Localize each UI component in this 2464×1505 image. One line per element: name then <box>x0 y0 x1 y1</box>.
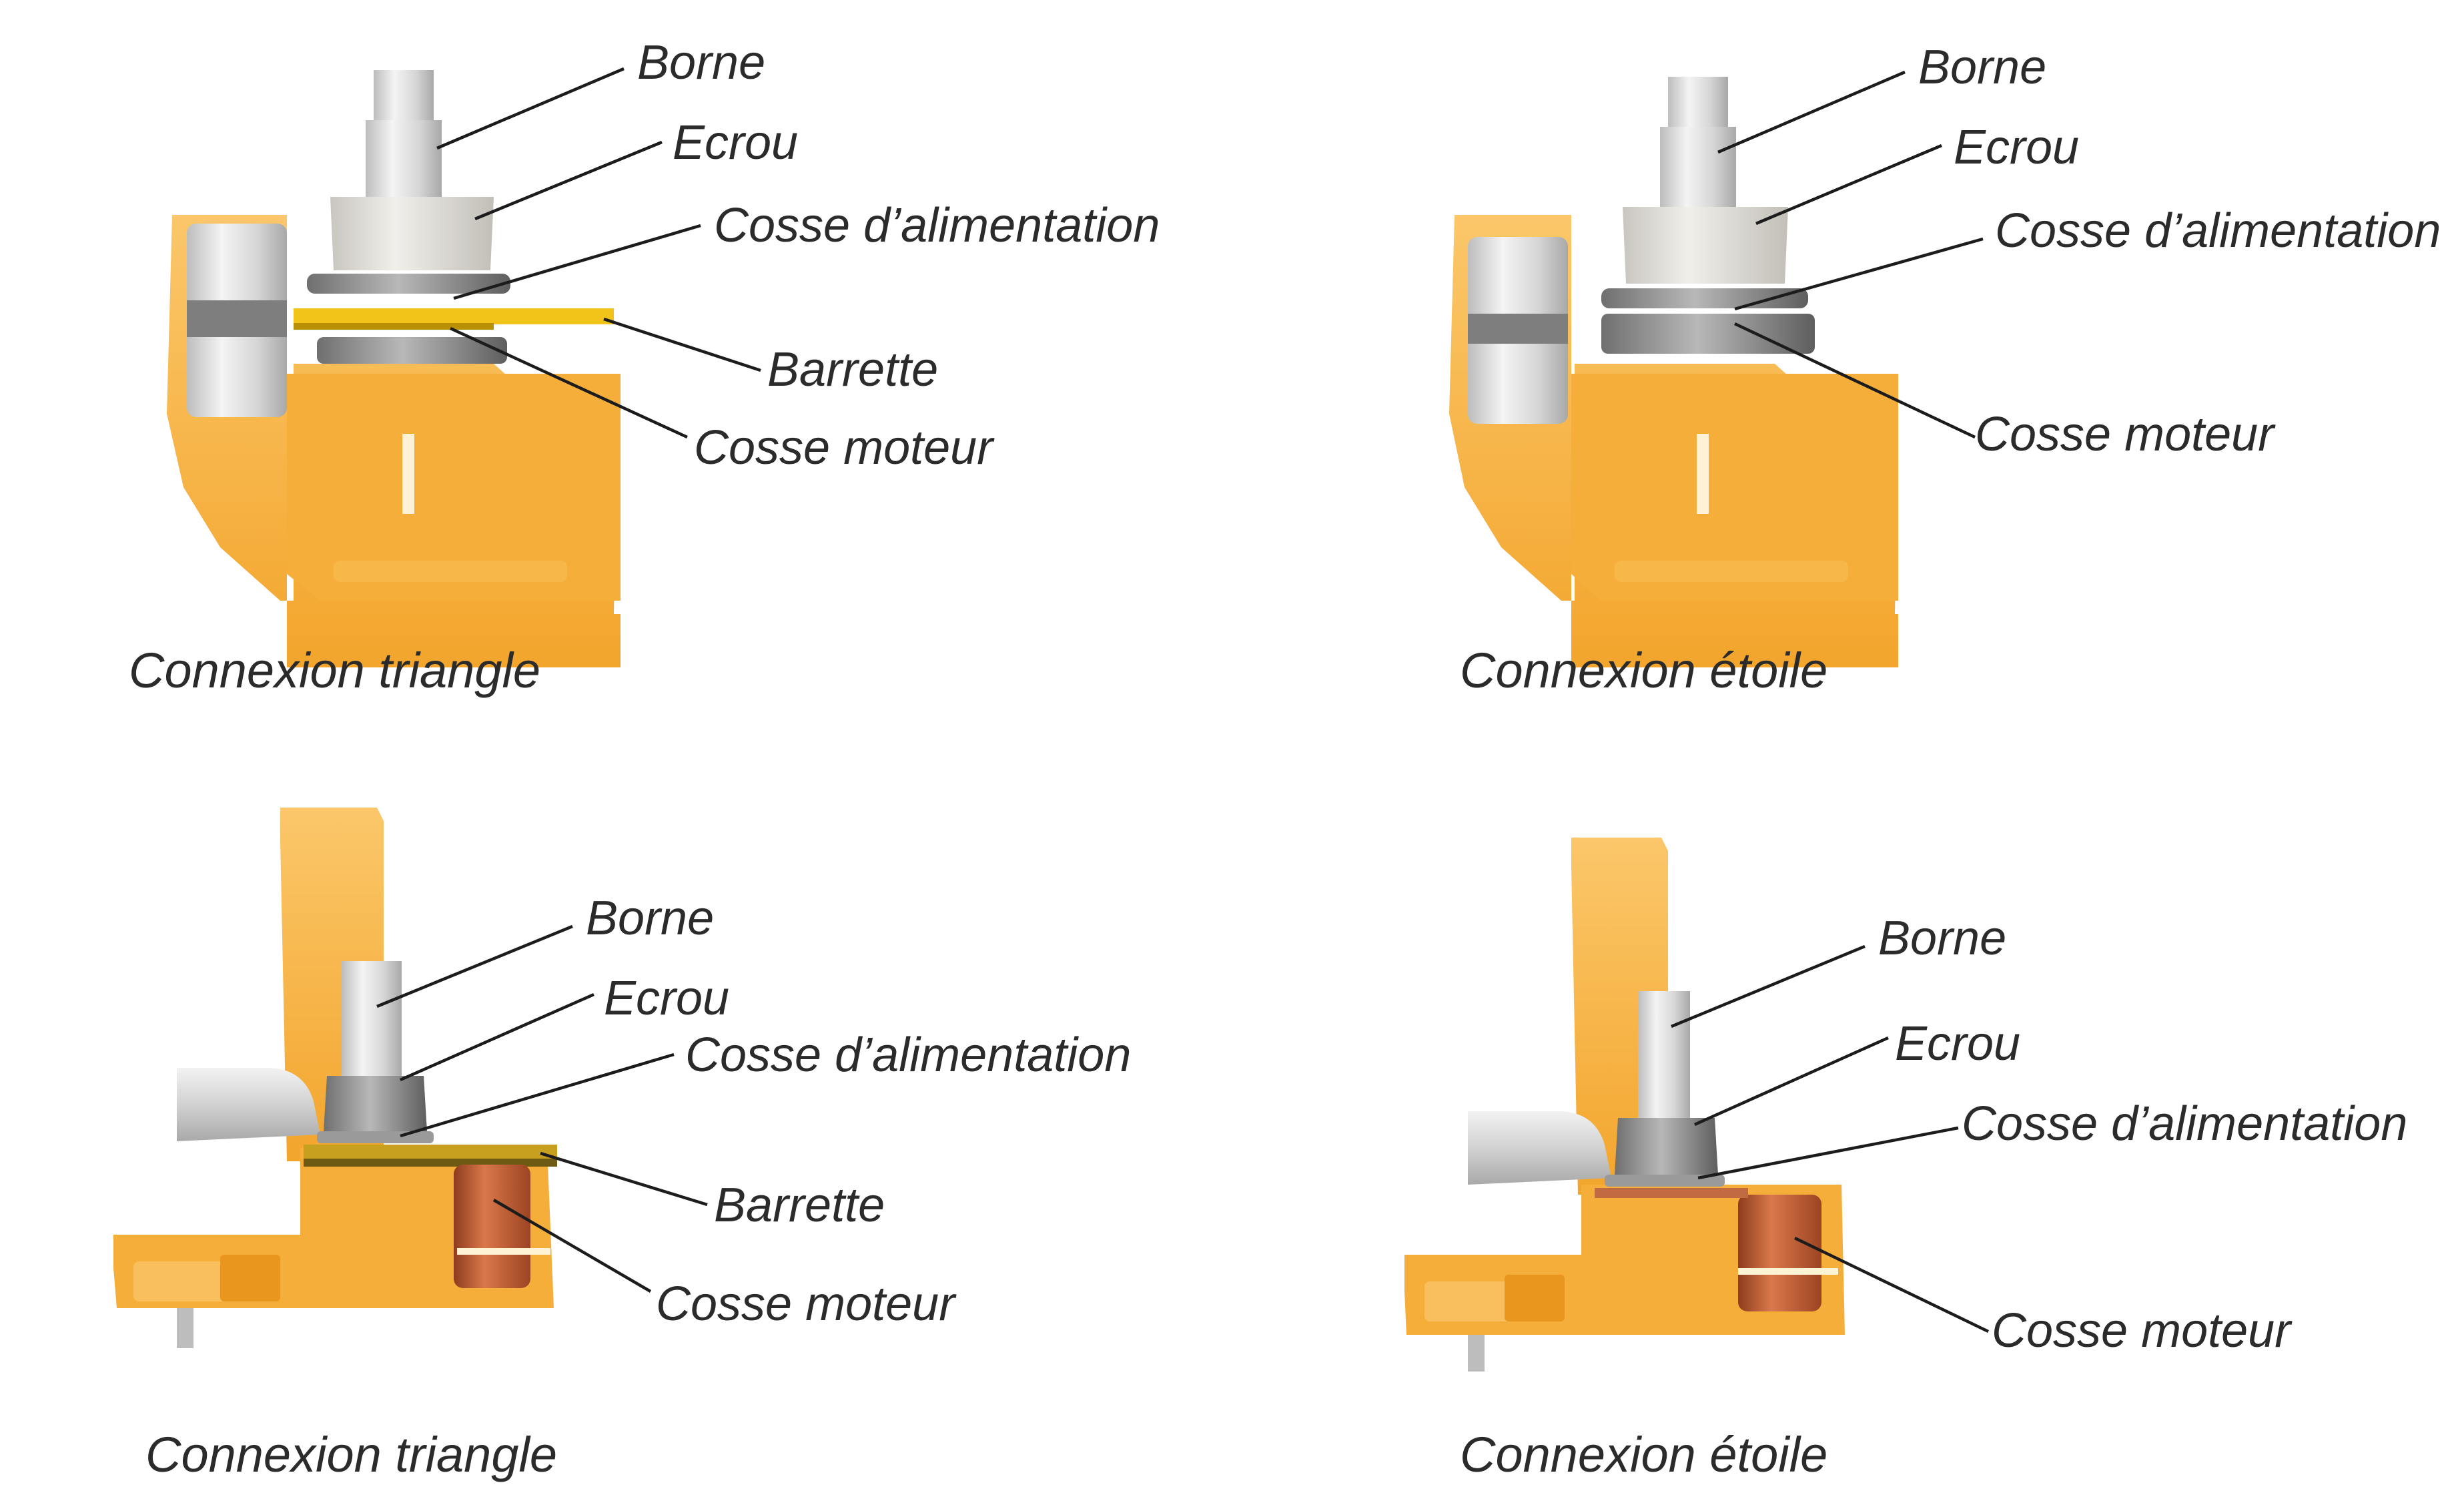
leader-cosse-moteur <box>1794 1236 1989 1333</box>
pin <box>177 1308 193 1348</box>
leader-cosse-alimentation <box>1697 1126 1959 1180</box>
stud <box>342 961 402 1081</box>
housing-slot <box>334 561 567 582</box>
leader-cosse-alimentation <box>400 1052 675 1138</box>
label-cosse-alimentation: Cosse d’alimentation <box>714 199 1160 252</box>
terminal-block-illustration <box>113 808 557 1348</box>
washer <box>317 1131 434 1143</box>
housing-lower <box>287 374 621 601</box>
link-bar <box>304 1145 557 1161</box>
leader-ecrou <box>1755 143 1942 226</box>
stud-tip <box>374 70 434 123</box>
motor-lug <box>454 1165 530 1288</box>
stud-assembly <box>294 70 614 364</box>
leader-cosse-alimentation <box>1734 237 1984 311</box>
leader-ecrou <box>474 140 663 221</box>
lower-washer <box>1601 314 1815 354</box>
label-borne: Borne <box>1918 41 2046 94</box>
housing-marker <box>1697 434 1709 514</box>
stud <box>1638 991 1690 1121</box>
label-cosse-moteur: Cosse moteur <box>694 421 995 475</box>
caption: Connexion étoile <box>1460 643 1827 698</box>
leader-borne <box>436 67 625 150</box>
caption: Connexion triangle <box>129 643 540 698</box>
washer <box>1605 1175 1725 1187</box>
supply-cable <box>177 1068 320 1141</box>
panel-etoile-bottom: Borne Ecrou Cosse d’alimentation Cosse m… <box>1404 838 2407 1482</box>
leader-ecrou <box>400 992 594 1082</box>
label-ecrou: Ecrou <box>1895 1017 2020 1071</box>
nut <box>1615 1118 1718 1175</box>
nut <box>1623 207 1788 284</box>
housing-slot <box>1615 561 1848 582</box>
pin <box>1468 1335 1485 1372</box>
label-borne: Borne <box>1878 912 2006 965</box>
caption: Connexion étoile <box>1460 1427 1827 1482</box>
housing-lower <box>1571 374 1898 601</box>
caption: Connexion triangle <box>145 1427 557 1482</box>
panel-triangle-bottom: Borne Ecrou Cosse d’alimentation Barrett… <box>113 808 1131 1482</box>
leader-barrette <box>603 317 761 372</box>
leader-borne <box>1671 944 1866 1028</box>
leader-barrette <box>540 1151 708 1207</box>
panel-etoile-top: Borne Ecrou Cosse d’alimentation Cosse m… <box>1449 41 2441 698</box>
lower-washer <box>317 337 507 364</box>
label-cosse-moteur: Cosse moteur <box>1975 408 2276 461</box>
leader-ecrou <box>1694 1036 1889 1127</box>
label-barrette: Barrette <box>767 343 938 396</box>
label-cosse-moteur: Cosse moteur <box>1992 1304 2293 1358</box>
terminal-block-illustration <box>1404 838 1845 1372</box>
link-bar <box>294 308 614 324</box>
leader-borne <box>376 924 573 1008</box>
label-ecrou: Ecrou <box>1954 121 2079 174</box>
panel-triangle-top: Borne Ecrou Cosse d’alimentation Barrett… <box>129 36 1160 698</box>
terminal-block-illustration <box>1449 77 1898 667</box>
motor-lug <box>1738 1195 1821 1311</box>
nut <box>324 1076 427 1131</box>
label-barrette: Barrette <box>714 1179 885 1232</box>
label-borne: Borne <box>637 36 765 89</box>
label-ecrou: Ecrou <box>604 972 729 1025</box>
stud-assembly <box>1601 77 1815 354</box>
terminal-block-illustration <box>167 70 621 667</box>
supply-cable <box>1468 1111 1611 1185</box>
leader-borne <box>1717 70 1906 154</box>
washer <box>307 274 510 294</box>
label-cosse-moteur: Cosse moteur <box>656 1277 957 1331</box>
stud-assembly <box>1595 991 1838 1311</box>
leader-cosse-moteur <box>492 1199 652 1293</box>
housing-marker <box>402 434 414 514</box>
label-cosse-alimentation: Cosse d’alimentation <box>685 1028 1131 1082</box>
label-cosse-alimentation: Cosse d’alimentation <box>1962 1097 2407 1151</box>
label-borne: Borne <box>586 892 714 945</box>
stud-tip <box>1668 77 1728 130</box>
leader-cosse-alimentation <box>453 224 701 300</box>
leader-cosse-moteur <box>1734 322 1976 439</box>
nut <box>330 197 494 270</box>
label-ecrou: Ecrou <box>673 116 798 170</box>
leader-cosse-moteur <box>450 326 688 439</box>
label-cosse-alimentation: Cosse d’alimentation <box>1995 204 2441 258</box>
